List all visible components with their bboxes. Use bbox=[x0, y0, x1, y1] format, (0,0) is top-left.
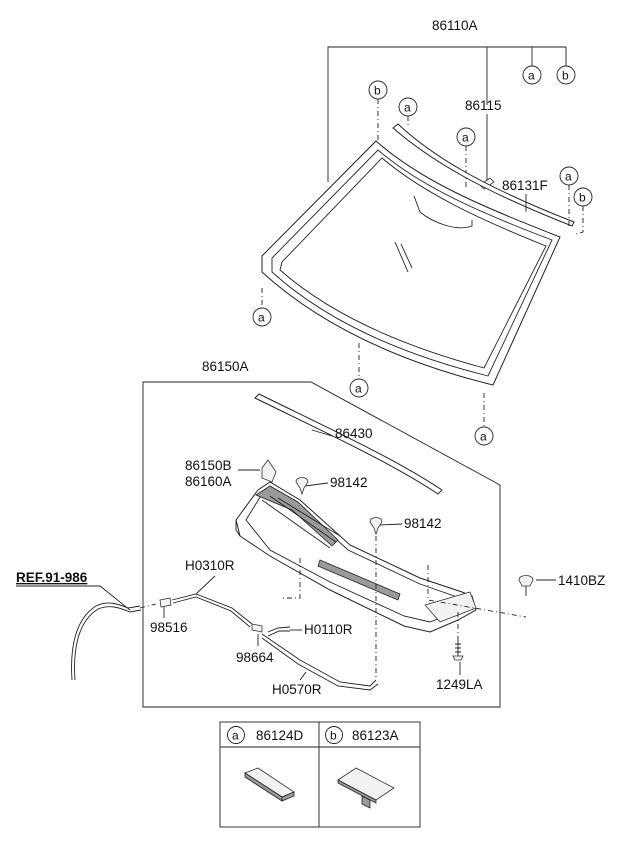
cowl-group: 86150A 86430 86150B 86160A 98142 98142 bbox=[16, 359, 605, 708]
legend-frame bbox=[219, 721, 421, 828]
reflection-line-1 bbox=[394, 241, 409, 273]
ref-hose-2 bbox=[74, 606, 142, 681]
moulding-strip bbox=[392, 123, 575, 227]
dash-b-right bbox=[575, 206, 584, 235]
label-H0570R[interactable]: H0570R bbox=[272, 682, 322, 697]
reflection-line-2 bbox=[400, 243, 413, 269]
cowl-group-frame bbox=[142, 381, 501, 708]
label-86131F[interactable]: 86131F bbox=[502, 178, 548, 193]
label-1410BZ[interactable]: 1410BZ bbox=[558, 573, 605, 588]
dash-ref bbox=[139, 603, 157, 609]
marker-a-bottom-mid: a bbox=[349, 378, 369, 398]
cowl-cap bbox=[261, 459, 277, 483]
svg-text:b: b bbox=[562, 69, 569, 83]
svg-text:a: a bbox=[565, 170, 572, 184]
mirror-area bbox=[413, 195, 473, 229]
cowl-seal bbox=[254, 393, 443, 495]
leader-98142-right bbox=[379, 523, 403, 526]
hose-H0110R-2 bbox=[267, 630, 290, 637]
svg-text:b: b bbox=[330, 729, 337, 743]
leader-86430 bbox=[311, 429, 333, 437]
marker-b-left: b bbox=[368, 80, 388, 100]
clip-right bbox=[369, 517, 383, 536]
hose-H0570R-2 bbox=[261, 637, 379, 691]
hose-H0310R-2 bbox=[172, 596, 251, 628]
svg-text:b: b bbox=[374, 84, 381, 98]
label-86110A[interactable]: 86110A bbox=[432, 18, 478, 33]
hose-H0310R bbox=[171, 593, 253, 625]
marker-a-mid: a bbox=[456, 127, 476, 147]
marker-a-strip: a bbox=[398, 97, 418, 117]
legend-marker-b: b bbox=[325, 726, 343, 744]
legend-part-b-drawing bbox=[337, 767, 395, 809]
cowl-panel bbox=[235, 481, 477, 633]
leader-98142-left bbox=[304, 482, 329, 487]
svg-text:a: a bbox=[232, 729, 239, 743]
svg-text:a: a bbox=[258, 311, 265, 325]
legend-part-86124D[interactable]: 86124D bbox=[256, 728, 304, 743]
svg-text:b: b bbox=[579, 191, 586, 205]
label-98664[interactable]: 98664 bbox=[236, 650, 274, 665]
label-86430[interactable]: 86430 bbox=[335, 426, 373, 441]
hose-H0570R bbox=[261, 633, 377, 687]
marker-a-bottom-right: a bbox=[474, 426, 494, 446]
clip-left bbox=[295, 477, 309, 496]
svg-text:a: a bbox=[404, 101, 411, 115]
legend-part-86123A[interactable]: 86123A bbox=[352, 728, 399, 743]
label-86150A[interactable]: 86150A bbox=[202, 359, 249, 374]
cowl-grille-lines bbox=[261, 495, 341, 549]
label-1249LA[interactable]: 1249LA bbox=[436, 677, 483, 692]
label-ref-91-986[interactable]: REF.91-986 bbox=[16, 570, 88, 585]
leader-H0310R bbox=[195, 575, 216, 595]
hose-H0110R bbox=[267, 626, 291, 633]
legend-marker-a: a bbox=[227, 726, 245, 744]
screw-part bbox=[518, 575, 534, 587]
marker-a-right: a bbox=[559, 166, 579, 186]
ref-hose bbox=[71, 602, 141, 681]
cowl-edge bbox=[235, 520, 241, 537]
connector-98516 bbox=[159, 597, 172, 608]
bracket-86110A bbox=[327, 46, 567, 182]
leader-H0570R bbox=[299, 671, 307, 681]
label-86160A[interactable]: 86160A bbox=[185, 474, 232, 489]
label-86115[interactable]: 86115 bbox=[465, 98, 502, 113]
label-86150B[interactable]: 86150B bbox=[185, 458, 232, 473]
marker-b-right: b bbox=[573, 187, 593, 207]
windshield-glass bbox=[261, 140, 561, 386]
svg-text:a: a bbox=[462, 131, 469, 145]
svg-text:a: a bbox=[480, 430, 487, 444]
svg-text:a: a bbox=[528, 69, 535, 83]
bolt-head bbox=[452, 655, 464, 661]
windshield-group: 86110A a b 86115 b a bbox=[252, 18, 593, 446]
marker-b-top: b bbox=[556, 65, 576, 85]
label-H0310R[interactable]: H0310R bbox=[185, 558, 235, 573]
label-98142-left[interactable]: 98142 bbox=[330, 475, 368, 490]
label-H0110R[interactable]: H0110R bbox=[304, 622, 353, 637]
legend-table: a 86124D b 86123A bbox=[219, 721, 421, 828]
ref-underline-leader bbox=[16, 585, 131, 611]
marker-a-left: a bbox=[252, 307, 272, 327]
svg-text:a: a bbox=[355, 382, 362, 396]
dash-cowl-1 bbox=[282, 558, 301, 599]
legend-part-a-drawing bbox=[244, 767, 295, 802]
connector-98664 bbox=[251, 623, 263, 633]
label-98516[interactable]: 98516 bbox=[150, 620, 188, 635]
bolt-thread bbox=[455, 640, 461, 656]
label-98142-right[interactable]: 98142 bbox=[404, 516, 442, 531]
legend-grid bbox=[220, 722, 420, 827]
marker-a-top: a bbox=[522, 65, 542, 85]
